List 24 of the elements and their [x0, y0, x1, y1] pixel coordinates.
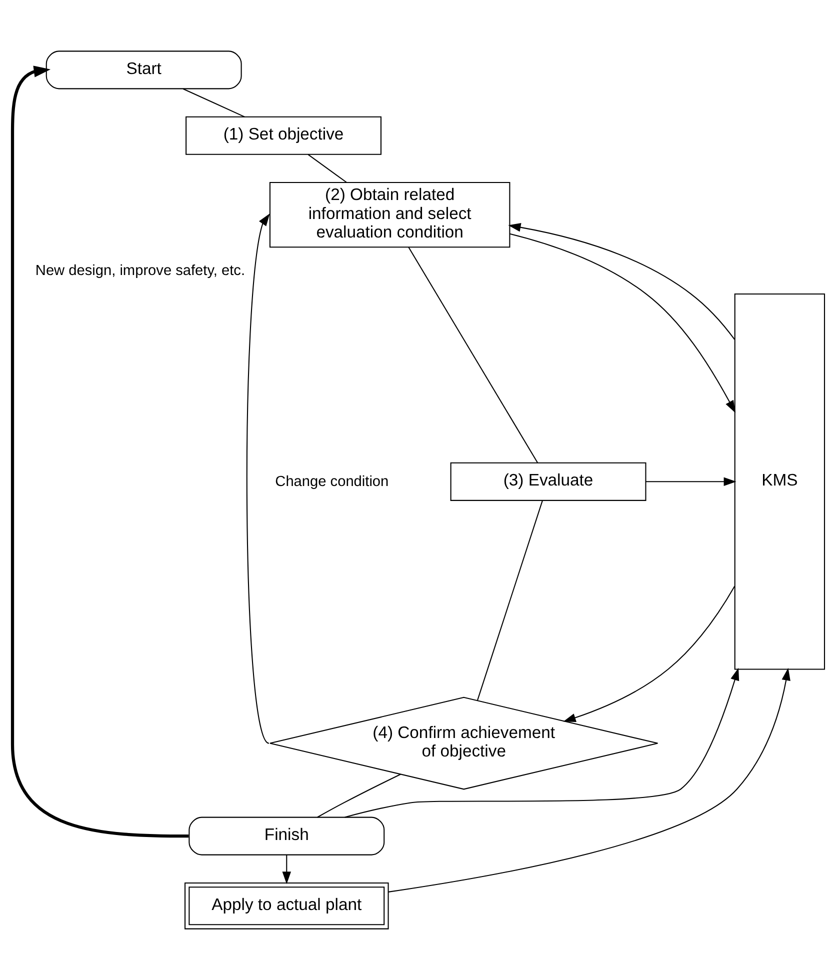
arrow: [344, 668, 740, 818]
arrow: [10, 66, 189, 838]
arrow: [282, 854, 292, 884]
node-box: (3) Evaluate: [450, 462, 646, 501]
edge-label: Change condition: [275, 474, 389, 490]
node-box: Start: [46, 50, 242, 90]
arrow: [563, 586, 736, 722]
connector: [308, 154, 347, 183]
arrow: [646, 477, 736, 486]
arrow: [246, 214, 270, 744]
connector: [182, 88, 245, 118]
arrow: [510, 233, 736, 414]
connector: [408, 247, 538, 464]
connector: [317, 774, 401, 818]
node-box: KMS: [734, 294, 826, 670]
connector: [476, 500, 543, 701]
node-box: (1) Set objective: [186, 116, 382, 155]
node-box: Apply to actual plant: [184, 882, 389, 930]
arrow: [508, 223, 735, 340]
edge-label: New design, improve safety, etc.: [35, 262, 246, 279]
arrow: [388, 668, 790, 892]
node-box: Finish: [188, 816, 385, 856]
node-box: (2) Obtain related information and select evaluation condition: [269, 182, 510, 248]
node-diamond: (4) Confirm achievement of objective: [269, 696, 658, 790]
